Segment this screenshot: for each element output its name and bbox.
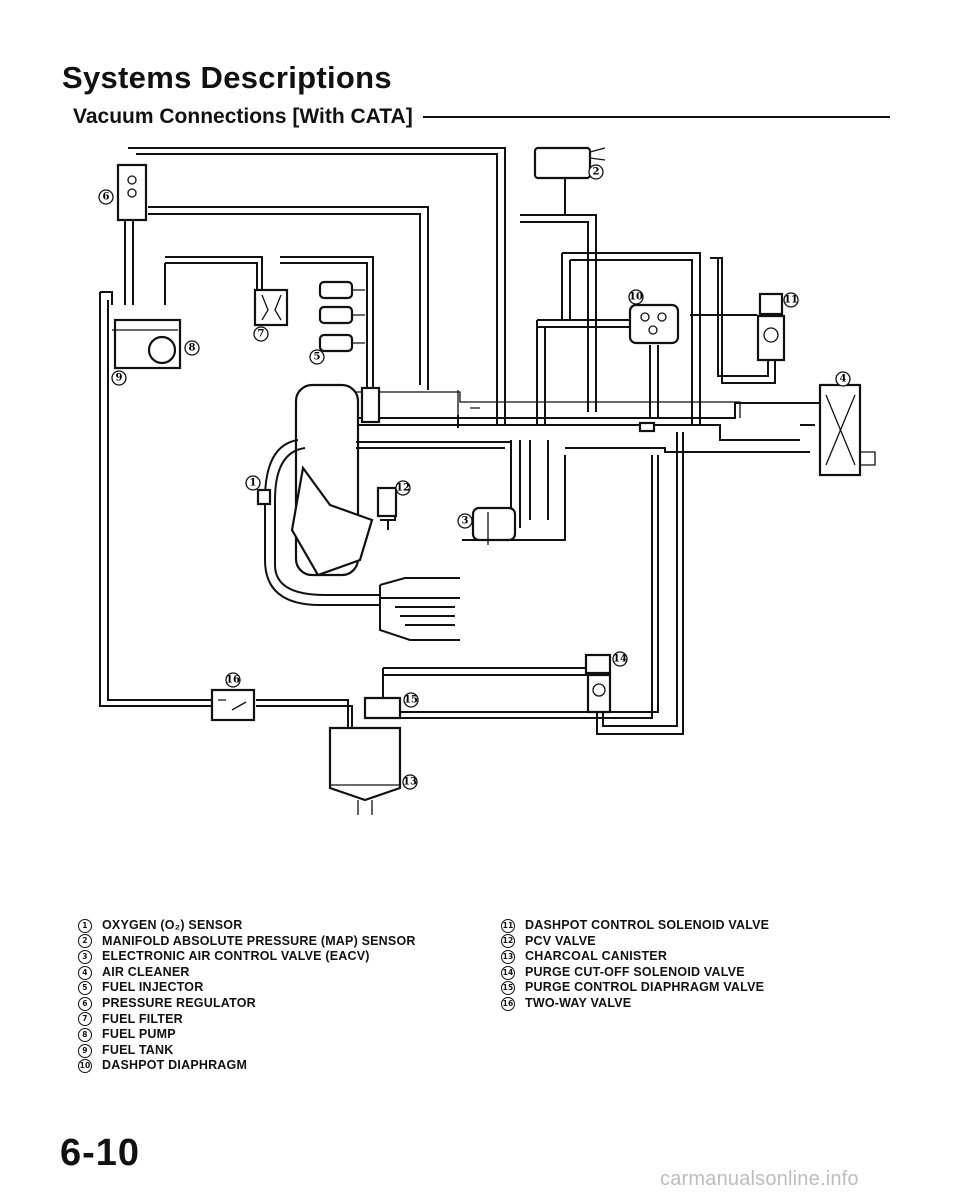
legend-number: 4 [78, 965, 92, 980]
legend-item: 10 DASHPOT DIAPHRAGM [78, 1058, 416, 1074]
svg-text:14: 14 [613, 654, 627, 665]
throttle-body [264, 383, 510, 641]
legend-label: CHARCOAL CANISTER [525, 949, 668, 964]
page-number: 6-10 [60, 1132, 141, 1174]
legend-label: FUEL FILTER [102, 1011, 183, 1026]
callout-13: 13 [402, 774, 418, 790]
section-title: Systems Descriptions [62, 60, 392, 95]
legend-label: DASHPOT DIAPHRAGM [102, 1058, 248, 1073]
legend-item: 11 DASHPOT CONTROL SOLENOID VALVE [501, 918, 769, 934]
svg-text:16: 16 [226, 675, 240, 686]
legend-number: 8 [78, 1027, 92, 1042]
svg-text:10: 10 [629, 292, 643, 303]
components [112, 146, 876, 815]
legend-number: 10 [78, 1059, 92, 1074]
legend-label: PCV VALVE [525, 933, 596, 948]
legend-number: 13 [501, 949, 515, 964]
legend-label: PURGE CONTROL DIAPHRAGM VALVE [525, 980, 765, 995]
legend-number: 7 [78, 1012, 92, 1027]
callout-10: 10 [628, 289, 644, 305]
callout-16: 16 [225, 672, 241, 688]
legend-item: 1 OXYGEN (O₂) SENSOR [78, 918, 416, 934]
legend-item: 16 TWO-WAY VALVE [501, 996, 769, 1012]
vacuum-diagram: 1 2 3 4 5 6 7 8 9 10 11 12 13 14 15 16 [98, 146, 876, 815]
legend-item: 2 MANIFOLD ABSOLUTE PRESSURE (MAP) SENSOR [78, 934, 416, 950]
legend-label: AIR CLEANER [102, 964, 190, 979]
legend-item: 8 FUEL PUMP [78, 1027, 416, 1043]
watermark-text: carmanualsonline.info [660, 1168, 859, 1190]
diagram-subtitle: Vacuum Connections [With CATA] [73, 105, 413, 128]
svg-text:7: 7 [258, 329, 265, 340]
legend-item: 14 PURGE CUT-OFF SOLENOID VALVE [501, 965, 769, 981]
callout-9: 9 [111, 370, 127, 386]
legend-label: PRESSURE REGULATOR [102, 995, 256, 1010]
callout-6: 6 [98, 189, 114, 205]
subtitle-rule [422, 116, 890, 118]
svg-text:12: 12 [396, 483, 410, 494]
callout-4: 4 [835, 371, 851, 387]
callout-8: 8 [184, 340, 200, 356]
legend-number: 3 [78, 949, 92, 964]
legend-number: 6 [78, 996, 92, 1011]
svg-text:8: 8 [189, 343, 196, 354]
svg-text:11: 11 [784, 295, 798, 306]
svg-text:5: 5 [314, 352, 321, 363]
legend-number: 16 [501, 996, 515, 1011]
callout-11: 11 [783, 292, 799, 308]
callout-14: 14 [612, 651, 628, 667]
legend-item: 15 PURGE CONTROL DIAPHRAGM VALVE [501, 980, 769, 996]
svg-text:4: 4 [840, 374, 847, 385]
legend-item: 5 FUEL INJECTOR [78, 980, 416, 996]
legend-number: 9 [78, 1043, 92, 1058]
svg-text:6: 6 [103, 192, 110, 203]
svg-text:9: 9 [116, 373, 123, 384]
legend-number: 14 [501, 965, 515, 980]
svg-text:2: 2 [593, 167, 600, 178]
intake-manifold [340, 390, 820, 453]
legend-number: 11 [501, 918, 515, 933]
legend-item: 6 PRESSURE REGULATOR [78, 996, 416, 1012]
vacuum-hoses [99, 147, 776, 735]
callout-2: 2 [588, 164, 604, 180]
legend-item: 9 FUEL TANK [78, 1043, 416, 1059]
legend-item: 4 AIR CLEANER [78, 965, 416, 981]
diagram-callouts: 1 2 3 4 5 6 7 8 9 10 11 12 13 14 15 16 [98, 164, 851, 790]
callout-5: 5 [309, 349, 325, 365]
legend-item: 3 ELECTRONIC AIR CONTROL VALVE (EACV) [78, 949, 416, 965]
parts-legend-left: 1 OXYGEN (O₂) SENSOR 2 MANIFOLD ABSOLUTE P… [78, 918, 416, 1074]
legend-label: TWO-WAY VALVE [525, 995, 632, 1010]
legend-label: FUEL INJECTOR [102, 980, 204, 995]
svg-text:13: 13 [403, 777, 417, 788]
legend-label: ELECTRONIC AIR CONTROL VALVE (EACV) [102, 949, 370, 964]
legend-item: 13 CHARCOAL CANISTER [501, 949, 769, 965]
legend-label: FUEL TANK [102, 1042, 174, 1057]
legend-item: 7 FUEL FILTER [78, 1012, 416, 1028]
subtitle-row: Vacuum Connections [With CATA] [73, 100, 890, 134]
parts-legend-right: 11 DASHPOT CONTROL SOLENOID VALVE 12 PCV V… [501, 918, 769, 1012]
legend-label: DASHPOT CONTROL SOLENOID VALVE [525, 918, 770, 932]
legend-number: 15 [501, 981, 515, 996]
callout-1: 1 [245, 475, 261, 491]
legend-number: 1 [78, 918, 92, 933]
legend-number: 12 [501, 934, 515, 949]
legend-number: 2 [78, 934, 92, 949]
svg-text:15: 15 [404, 695, 418, 706]
callout-7: 7 [253, 326, 269, 342]
legend-item: 12 PCV VALVE [501, 934, 769, 950]
legend-label: PURGE CUT-OFF SOLENOID VALVE [525, 964, 745, 979]
callout-15: 15 [403, 692, 419, 708]
legend-number: 5 [78, 981, 92, 996]
svg-text:1: 1 [250, 478, 257, 489]
svg-text:3: 3 [462, 516, 469, 527]
callout-3: 3 [457, 513, 473, 529]
legend-label: OXYGEN (O₂) SENSOR [102, 918, 243, 932]
legend-label: MANIFOLD ABSOLUTE PRESSURE (MAP) SENSOR [102, 933, 416, 948]
legend-label: FUEL PUMP [102, 1027, 176, 1042]
callout-12: 12 [395, 480, 411, 496]
